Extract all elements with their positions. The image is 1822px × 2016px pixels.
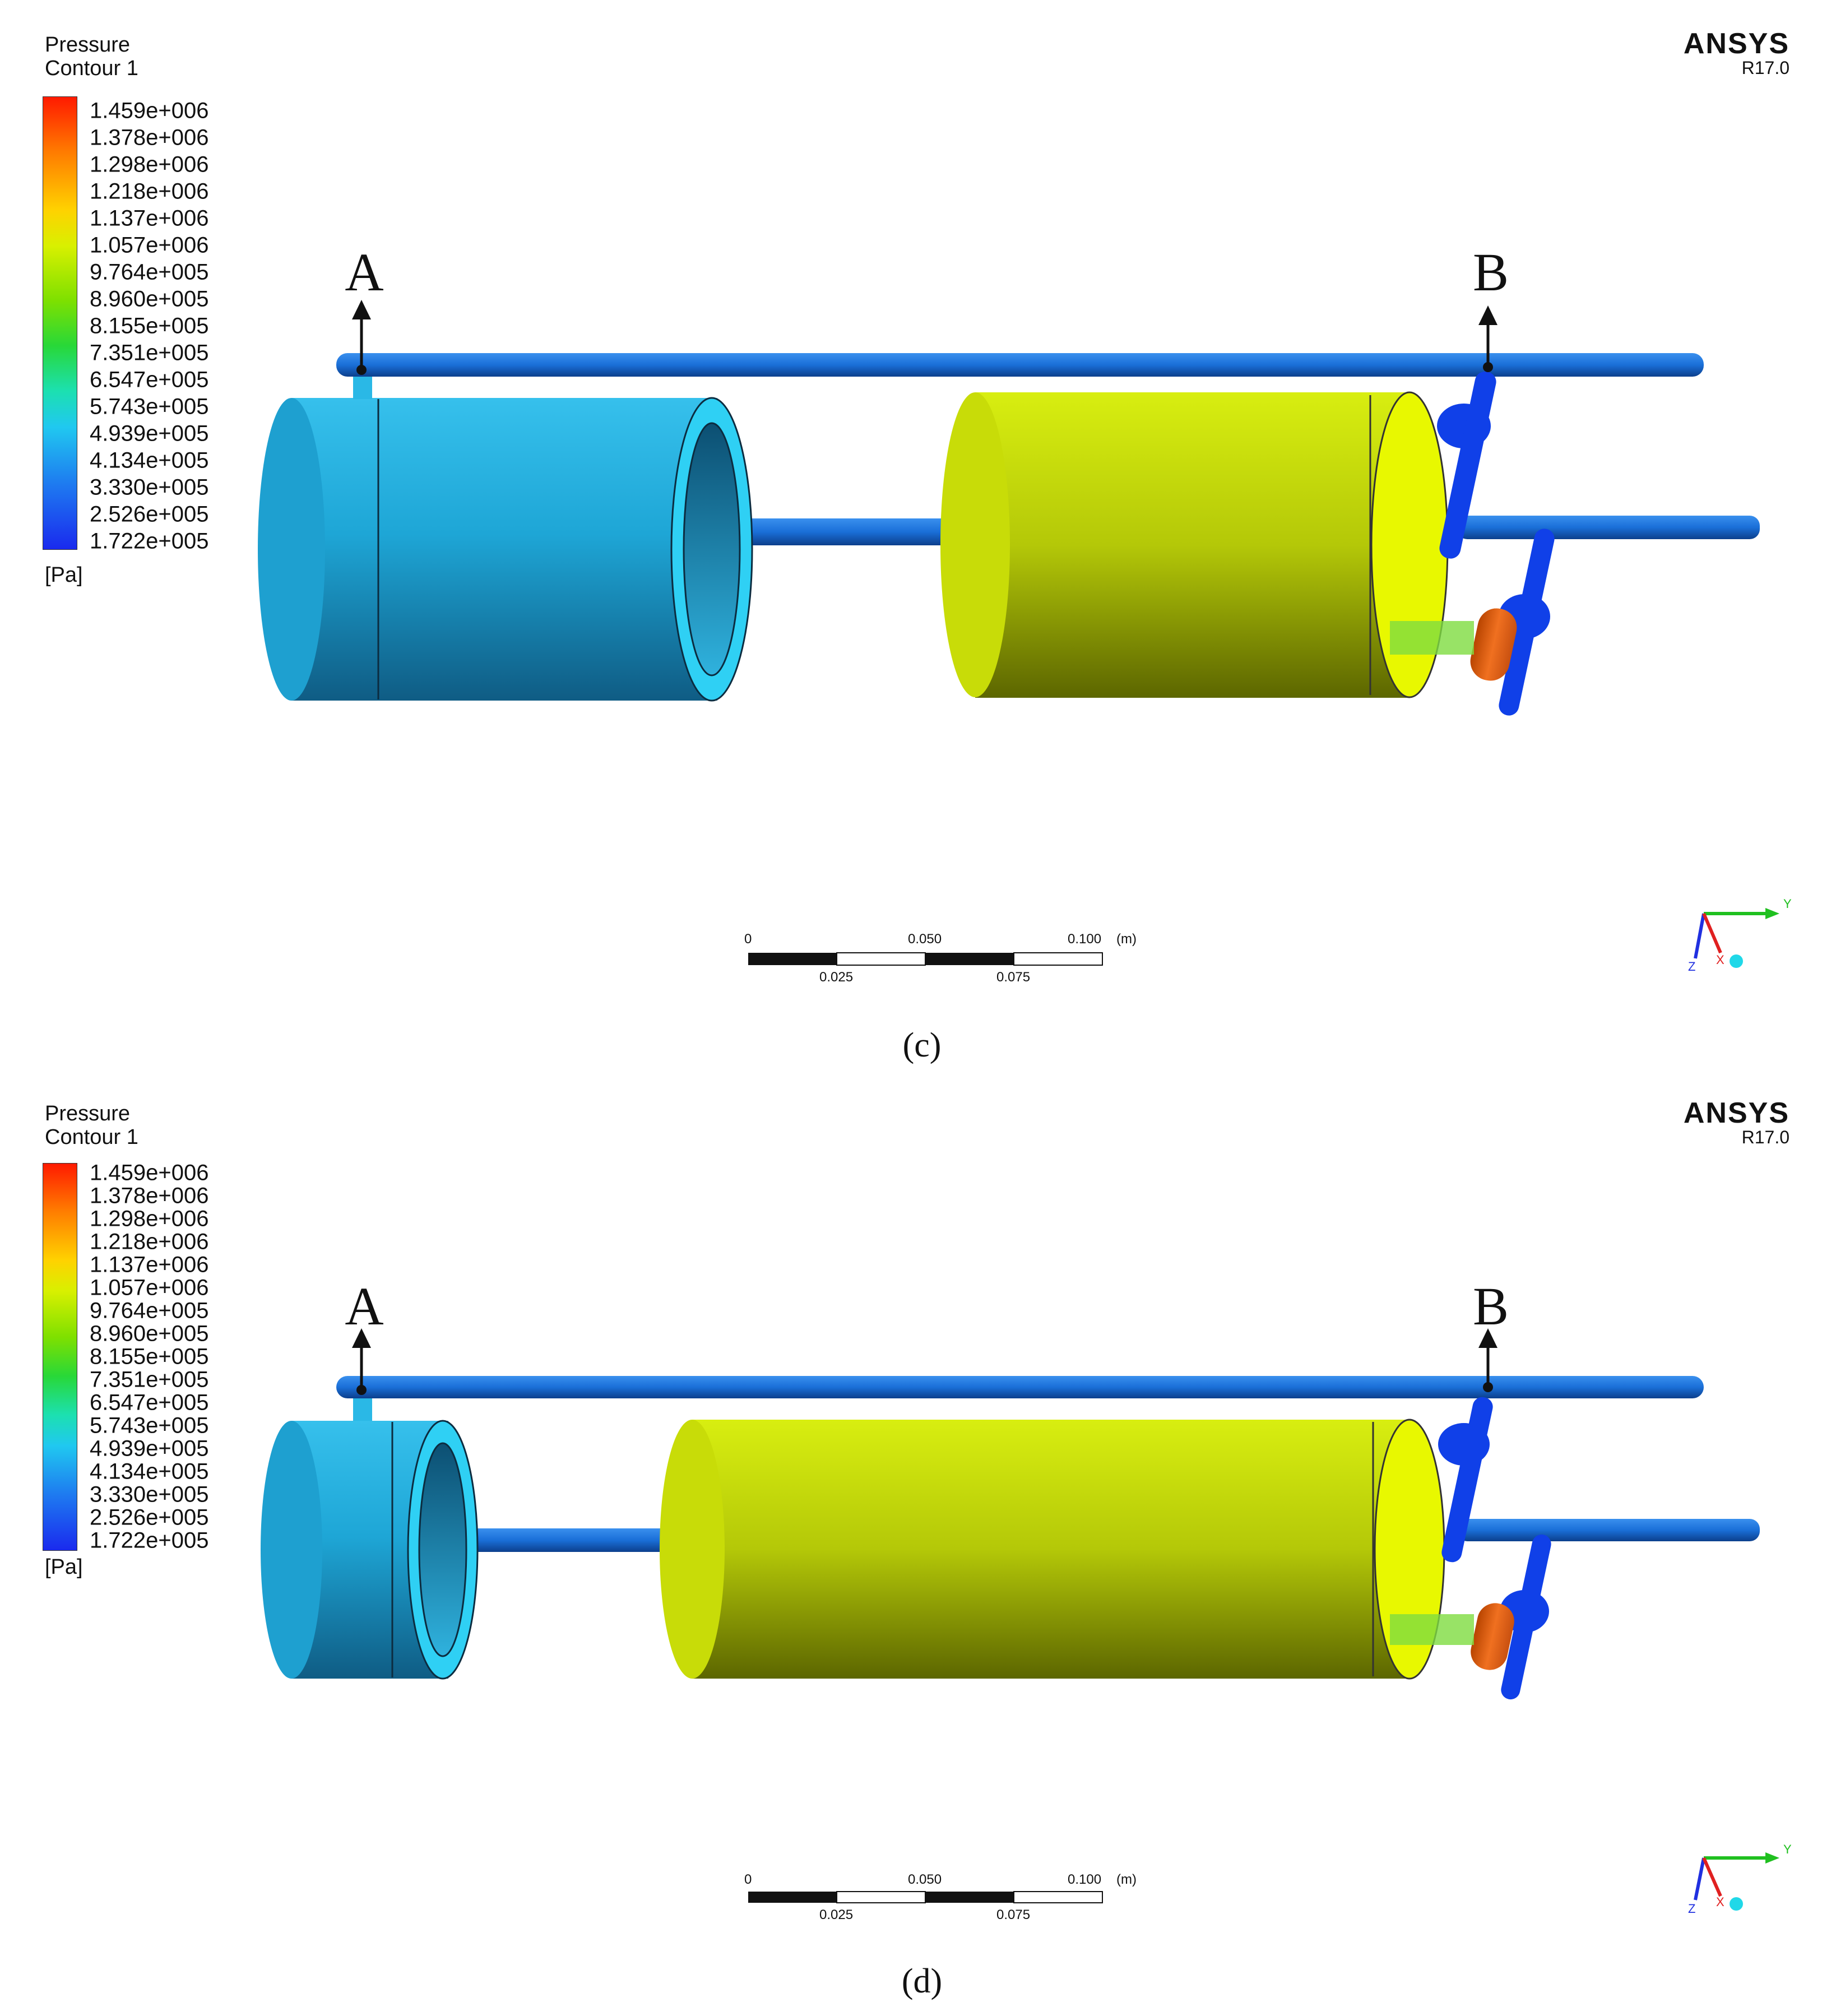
legend-tick: 6.547e+005 [90,1390,209,1415]
scale-label-100: 0.100 [1068,931,1102,947]
legend-tick: 4.134e+005 [90,448,209,473]
pressure-contour-scene [258,300,1779,968]
legend-tick: 1.378e+006 [90,125,209,150]
legend-tick: 8.960e+005 [90,286,209,312]
axis-y-label: Y [1783,1842,1792,1856]
legend-tick: 2.526e+005 [90,502,209,527]
legend-title: Pressure [45,33,131,57]
point-a-label: A [345,242,384,302]
point-a-label: A [345,1276,384,1336]
legend-tick: 8.155e+005 [90,1344,209,1369]
legend-tick: 8.960e+005 [90,1321,209,1346]
brand-name: ANSYS [1683,27,1789,60]
legend-tick: 2.526e+005 [90,1505,209,1530]
axis-x-label: X [1716,953,1724,967]
scale-label-100: 0.100 [1068,1872,1102,1887]
axis-y-label: Y [1783,897,1792,911]
legend-tick: 1.298e+006 [90,1206,209,1231]
cylinder-back-face [258,398,325,701]
legend-tick: 1.057e+006 [90,233,209,258]
legend-tick: 1.218e+006 [90,179,209,204]
legend-tick: 1.298e+006 [90,152,209,177]
panel-c: Pressure Contour 1 1.459e+006 1.378e+006… [43,29,1792,1064]
legend-tick: 1.722e+005 [90,1528,209,1553]
legend-tick: 5.743e+005 [90,1413,209,1438]
point-b-label: B [1472,1276,1509,1336]
hot-component [1470,608,1517,681]
brand-name: ANSYS [1683,1097,1789,1129]
high-pressure-cylinder [975,392,1412,698]
scale-label-0: 0 [744,931,752,947]
top-pipe [336,353,1704,377]
point-b-label: B [1472,242,1509,302]
pressure-colorbar [43,96,77,550]
legend-tick: 4.939e+005 [90,421,209,446]
legend-tick: 1.722e+005 [90,529,209,554]
legend-unit: [Pa] [45,563,83,587]
scale-unit: (m) [1116,1872,1137,1887]
legend-title: Pressure [45,1102,131,1125]
cylinder-bore [683,422,741,676]
low-pressure-cylinder [291,398,717,701]
scale-label-050: 0.050 [908,931,942,947]
high-pressure-cylinder [692,1420,1410,1679]
caption: (c) [902,1026,942,1064]
top-pipe [336,1376,1704,1398]
pressure-contour-scene [261,1328,1779,1911]
piston-rod [740,518,953,545]
cylinder-back-face [261,1421,322,1679]
axis-x-label: X [1716,1895,1724,1909]
legend-unit: [Pa] [45,1555,83,1579]
legend-tick: 1.137e+006 [90,1252,209,1277]
axis-z-label: Z [1688,960,1696,974]
legend-tick: 3.330e+005 [90,1482,209,1507]
legend-tick: 3.330e+005 [90,475,209,500]
brand-version: R17.0 [1741,1127,1789,1147]
brand-version: R17.0 [1741,58,1789,78]
pressure-colorbar [43,1163,77,1551]
legend-tick: 1.218e+006 [90,1229,209,1254]
jet-region [1390,1614,1474,1645]
legend-tick: 6.547e+005 [90,367,209,392]
yellow-back-face [660,1420,725,1679]
legend-tick: 4.134e+005 [90,1459,209,1484]
legend-tick: 1.459e+006 [90,98,209,123]
legend-tick: 8.155e+005 [90,313,209,339]
legend-tick: 1.137e+006 [90,206,209,231]
legend-subtitle: Contour 1 [45,57,138,80]
legend-tick: 1.459e+006 [90,1160,209,1185]
scale-label-0: 0 [744,1872,752,1887]
scale-label-075: 0.075 [996,1907,1031,1922]
piston-rod [476,1528,667,1552]
axis-z-label: Z [1688,1902,1696,1916]
ansys-logo: ANSYS R17.0 [1684,29,1789,77]
scale-unit: (m) [1116,931,1137,947]
legend-tick: 9.764e+005 [90,259,209,285]
yellow-back-face [940,392,1010,697]
hot-component [1471,1603,1514,1670]
cylinder-bore [418,1442,467,1657]
scale-label-050: 0.050 [908,1872,942,1887]
legend-tick: 9.764e+005 [90,1298,209,1323]
legend-subtitle: Contour 1 [45,1125,138,1149]
legend-tick: 1.378e+006 [90,1183,209,1208]
legend-tick: 7.351e+005 [90,340,209,365]
caption: (d) [901,1962,943,2000]
outlet-pipe [1457,1519,1760,1541]
outlet-pipe [1457,516,1760,539]
ansys-logo: ANSYS R17.0 [1684,1099,1789,1147]
scale-label-025: 0.025 [819,1907,854,1922]
scale-label-025: 0.025 [819,970,854,985]
legend-tick: 5.743e+005 [90,394,209,419]
jet-region [1390,621,1474,655]
legend-tick: 7.351e+005 [90,1367,209,1392]
panel-d: Pressure Contour 1 1.459e+006 1.378e+006… [0,1073,1822,2016]
legend-tick: 4.939e+005 [90,1436,209,1461]
scale-label-075: 0.075 [996,970,1031,985]
legend-tick: 1.057e+006 [90,1275,209,1300]
